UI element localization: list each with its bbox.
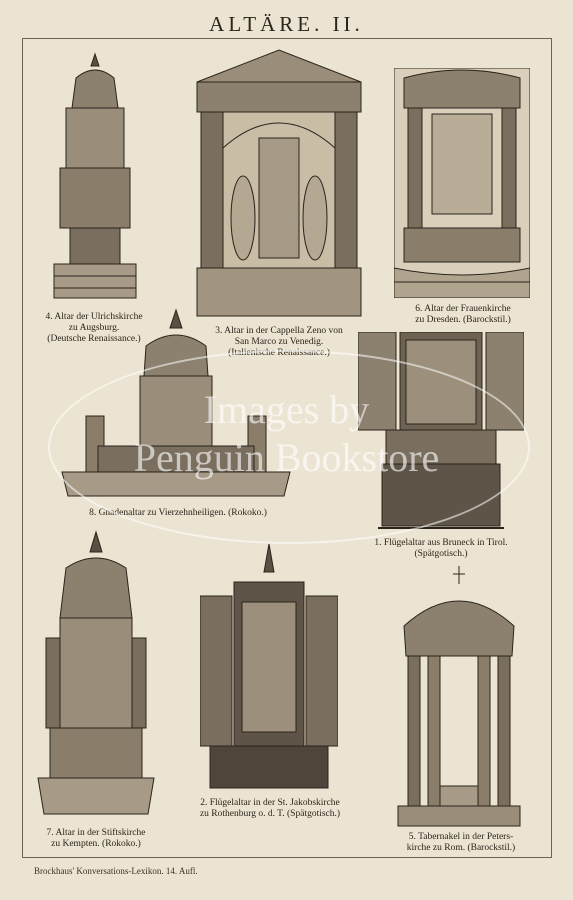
caption-6: 6. Altar der Frauenkirche zu Dresden. (B… [415,304,511,325]
caption-2: 2. Flügelaltar in der St. Jakobskirche z… [199,798,341,819]
plate-frame [22,38,552,858]
altar-7-engraving [36,528,156,820]
caption-1: 1. Flügelaltar aus Bruneck in Tirol. (Sp… [374,538,508,559]
watermark-line-1: Images by [203,387,370,432]
altar-4-engraving [36,48,154,304]
altar-6-engraving [394,68,530,298]
altar-3-engraving [193,48,365,320]
page-footer: Brockhaus' Konversations-Lexikon. 14. Au… [34,866,198,876]
watermark-ellipse [48,350,530,544]
caption-5: 5. Tabernakel in der Peters- kirche zu R… [406,832,516,853]
page-title: ALTÄRE. II. [209,12,364,36]
altar-5-engraving [394,566,524,828]
caption-7: 7. Altar in der Stiftskirche zu Kempten.… [46,828,146,849]
caption-4: 4. Altar der Ulrichskirche zu Augsburg. … [45,312,143,344]
altar-2-engraving [200,542,338,792]
watermark-line-2: Penguin Bookstore [133,435,440,480]
